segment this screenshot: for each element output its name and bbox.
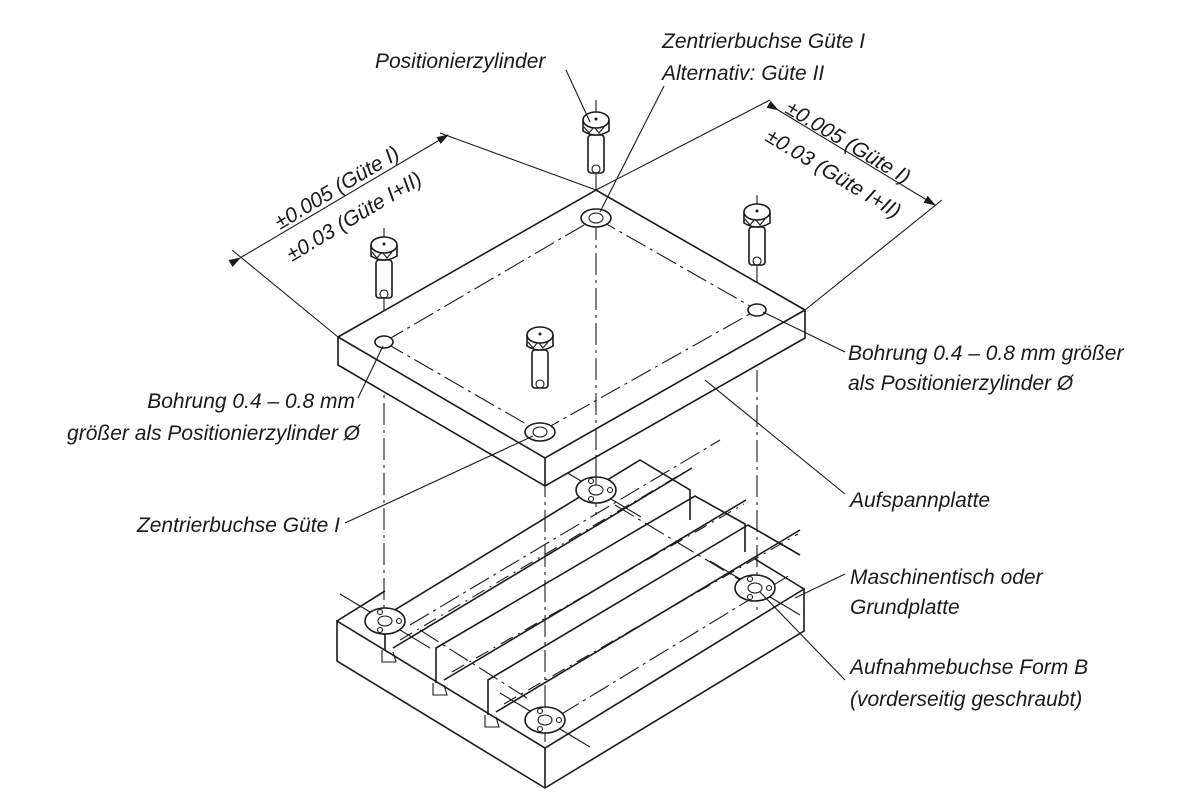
receiving-bushings (339, 462, 801, 748)
label-aufspannplatte: Aufspannplatte (848, 489, 990, 512)
machine-table (336, 439, 805, 789)
label-aufnahmebuchse-1: Aufnahmebuchse Form B (848, 656, 1088, 679)
label-zentrierbuchse-bottom: Zentrierbuchse Güte I (136, 514, 340, 537)
leader-lines (344, 69, 846, 681)
label-maschinentisch-2: Grundplatte (850, 596, 960, 619)
label-bohrung-left-1: Bohrung 0.4 – 0.8 mm (147, 390, 355, 413)
label-zentrierbuchse-top-1: Zentrierbuchse Güte I (661, 30, 865, 53)
label-maschinentisch-1: Maschinentisch oder (850, 566, 1044, 589)
label-positionierzylinder: Positionierzylinder (375, 50, 546, 73)
label-bohrung-right-1: Bohrung 0.4 – 0.8 mm größer (848, 342, 1124, 365)
dimension-lines (228, 99, 943, 338)
label-aufnahmebuchse-2: (vorderseitig geschraubt) (850, 688, 1082, 711)
label-bohrung-right-2: als Positionierzylinder Ø (848, 372, 1075, 395)
clamping-plate (337, 189, 806, 487)
label-zentrierbuchse-top-2: Alternativ: Güte II (660, 62, 824, 85)
label-bohrung-left-2: größer als Positionierzylinder Ø (67, 422, 362, 445)
